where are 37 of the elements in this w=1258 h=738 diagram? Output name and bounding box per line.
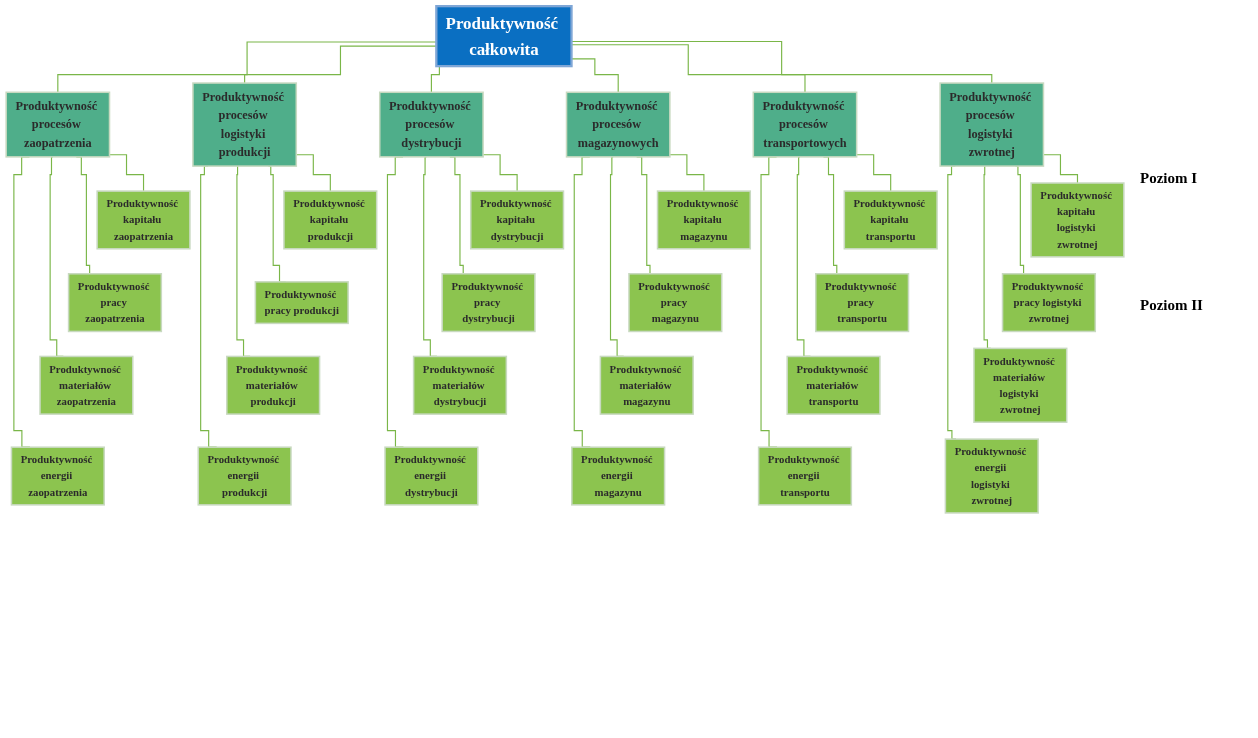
node-box: Produktywność energii dystrybucji xyxy=(384,446,479,506)
node-box: Produktywność procesów zaopatrzenia xyxy=(5,91,111,158)
node-box: Produktywność procesów logistyki produkcji xyxy=(192,82,298,167)
node-box: Produktywność procesów dystrybucji xyxy=(378,91,484,158)
level-label: Poziom II xyxy=(1140,297,1204,314)
node-box: Produktywność pracy produkcji xyxy=(254,281,349,325)
connector xyxy=(57,41,437,93)
node-box: Produktywność kapitału dystrybucji xyxy=(469,190,565,250)
node-box: Produktywność energii magazynu xyxy=(571,446,666,506)
node-box: Produktywność procesów magazynowych xyxy=(565,91,671,158)
node-box: Produktywność pracy dystrybucji xyxy=(441,273,536,333)
node-box: Produktywność energii produkcji xyxy=(197,446,292,506)
node-box: Produktywność procesów transportowych xyxy=(752,91,858,158)
node-box: Produktywność pracy zaopatrzenia xyxy=(67,273,163,333)
node-box: Produktywność kapitału logistyki zwrotnej xyxy=(1030,182,1125,258)
node-box: Produktywność materiałów magazynu xyxy=(599,355,694,415)
node-box: Produktywność kapitału zaopatrzenia xyxy=(96,190,191,250)
node-box: Produktywność energii transportu xyxy=(757,446,853,506)
node-box: Produktywność kapitału transportu xyxy=(843,190,938,250)
level-label: Poziom I xyxy=(1140,170,1199,187)
node-box: Produktywność pracy transportu xyxy=(815,273,910,333)
node-box: Produktywność kapitału produkcji xyxy=(283,190,378,250)
node-box: Produktywność kapitału magazynu xyxy=(656,190,752,250)
node-box: Produktywność energii zaopatrzenia xyxy=(10,446,105,506)
node-box: Produktywność materiałów logistyki zwrotnej xyxy=(973,347,1068,423)
connector xyxy=(669,154,705,192)
node-box: Produktywność całkowita xyxy=(435,5,573,68)
node-box: Produktywność materiałów produkcji xyxy=(226,355,321,415)
node-box: Produktywność pracy magazynu xyxy=(628,273,723,333)
node-box: Produktywność materiałów dystrybucji xyxy=(412,355,508,415)
connector xyxy=(856,154,892,192)
node-box: Produktywność energii logistyki zwrotnej xyxy=(944,438,1039,514)
node-box: Produktywność procesów logistyki zwrotnej xyxy=(939,82,1045,167)
node-box: Produktywność materiałów zaopatrzenia xyxy=(39,355,134,415)
node-box: Produktywność materiałów transportu xyxy=(786,355,881,415)
node-box: Produktywność pracy logistyki zwrotnej xyxy=(1001,273,1097,333)
connector xyxy=(244,45,437,84)
